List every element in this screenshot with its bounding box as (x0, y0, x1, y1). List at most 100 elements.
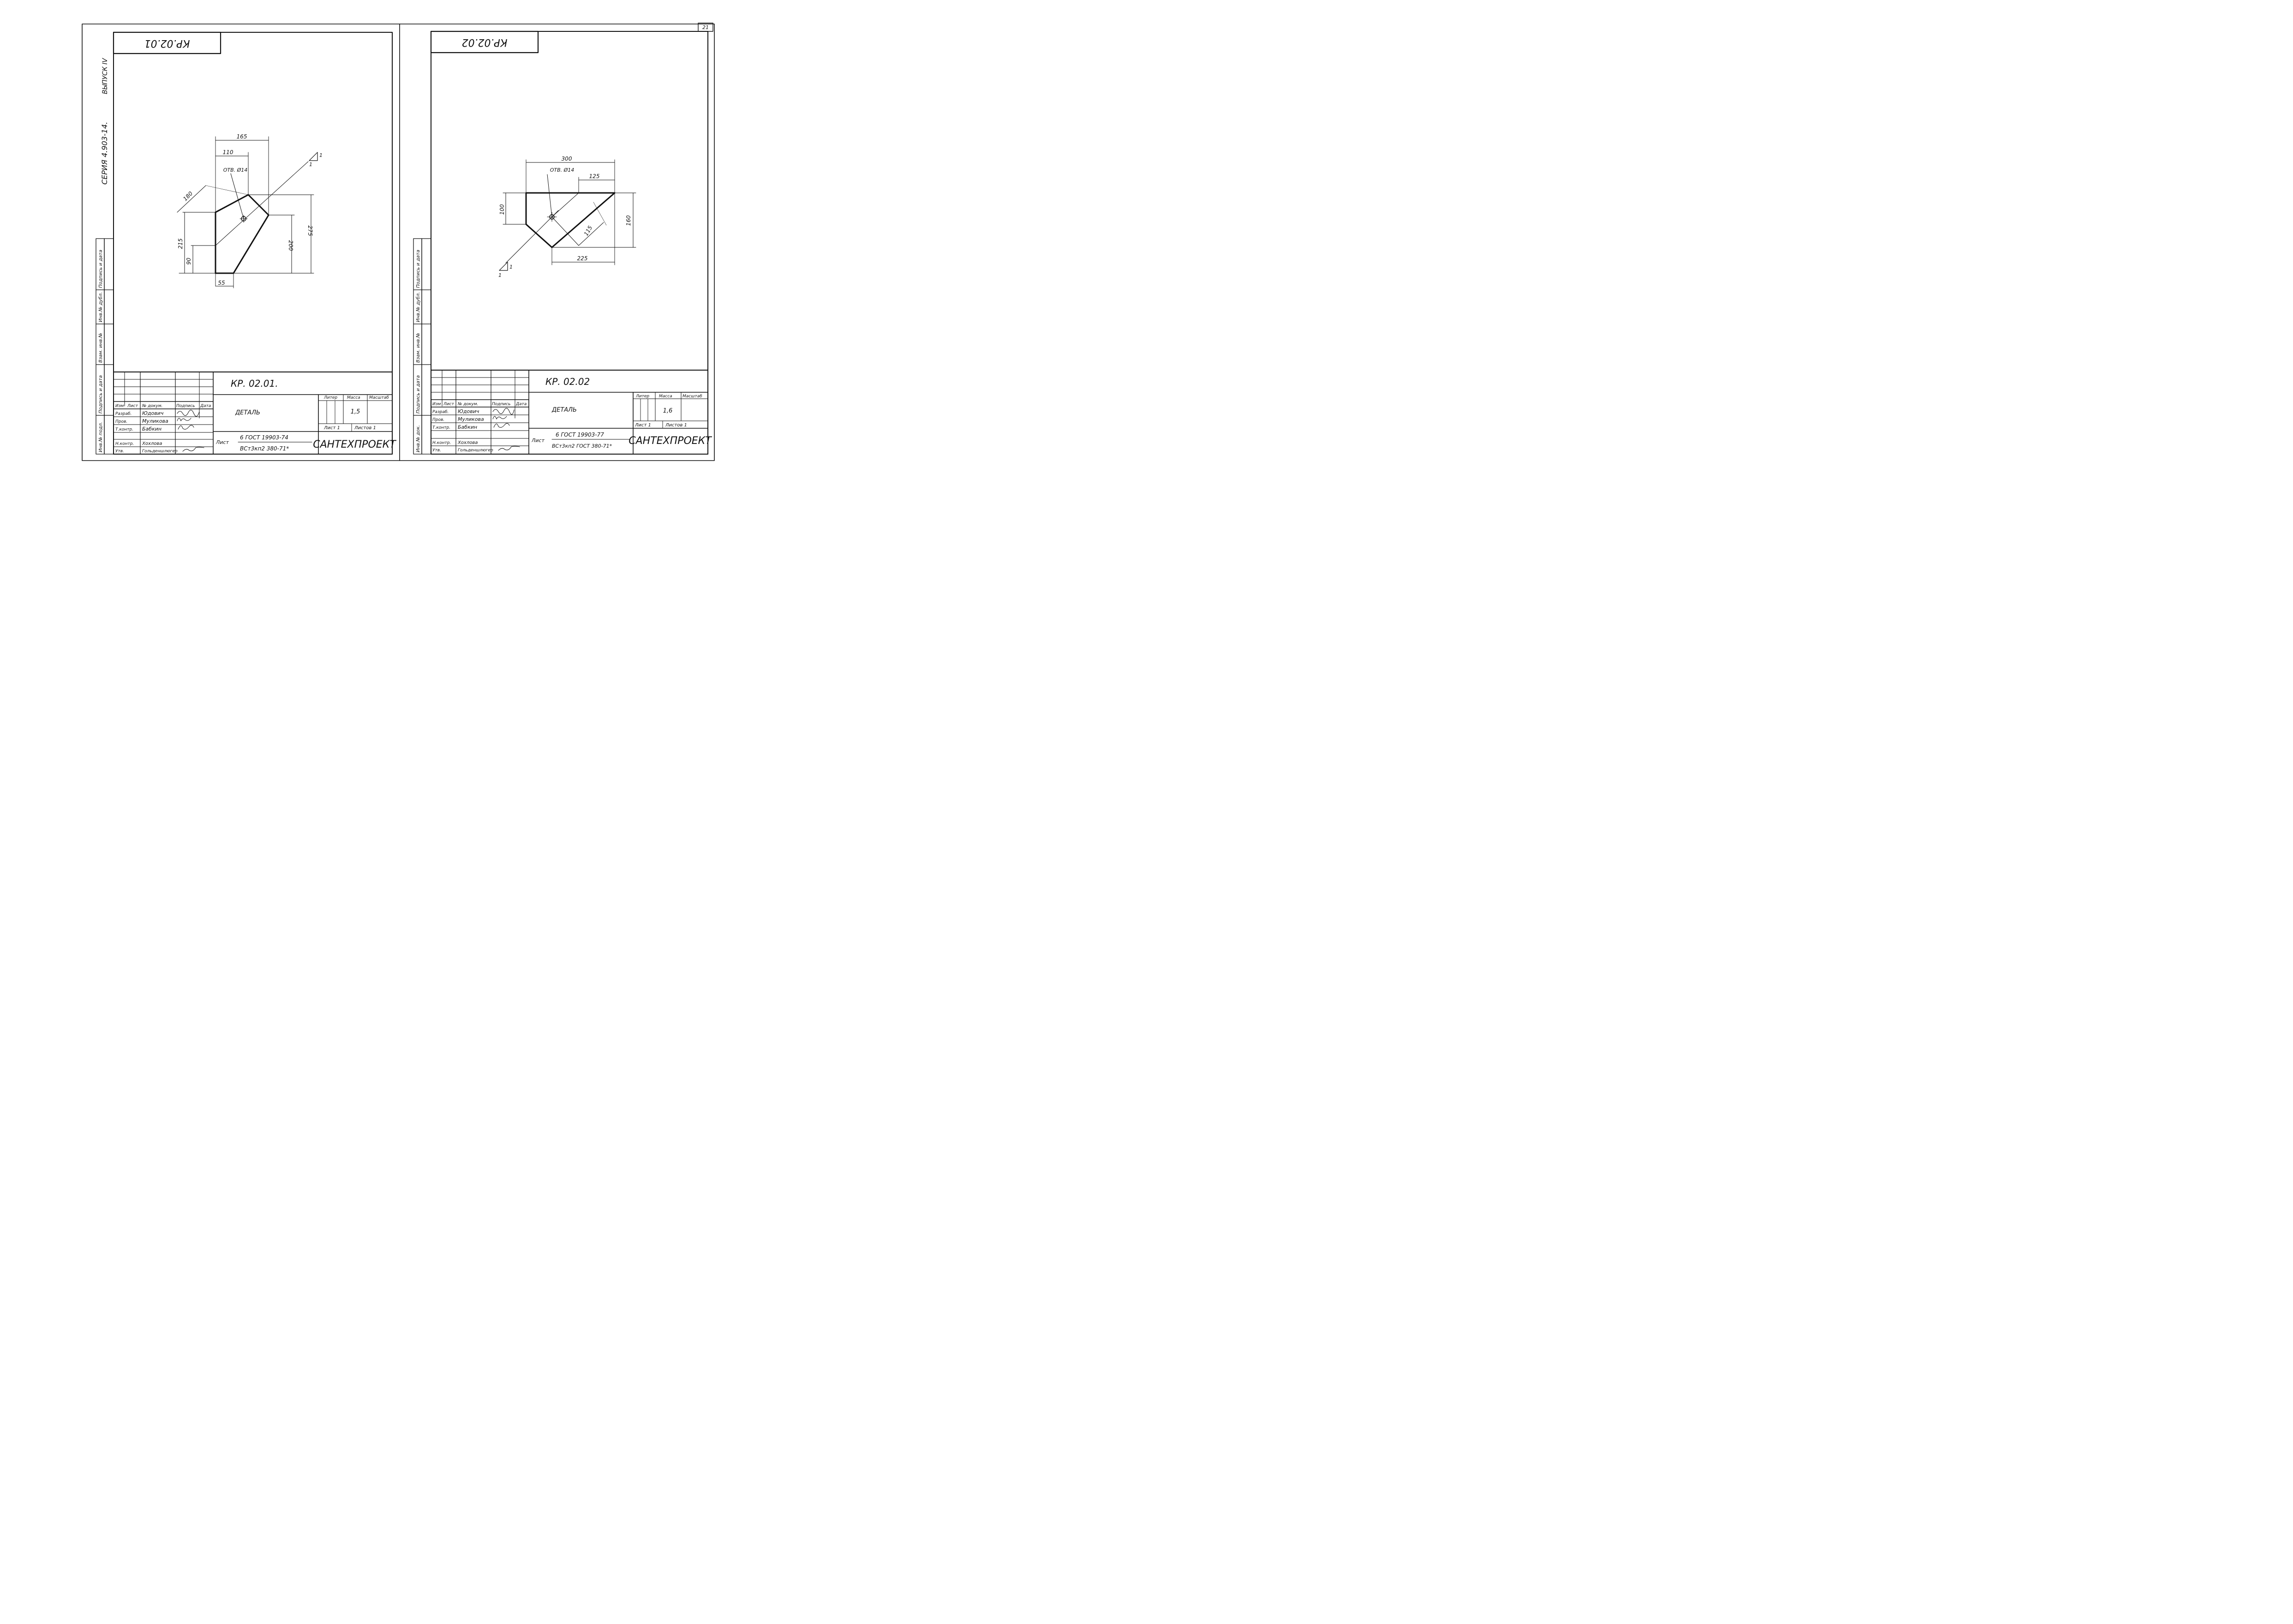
sheet1-tb-mass-label: Масса (347, 396, 360, 400)
side-strip-2: Инв.№ док. Подпись и дата Взам. инв.№ Ин… (413, 238, 431, 455)
strip-label-inv-dubl: Инв.№ дубл. (98, 292, 103, 322)
sheet2-tb-h-sign: Подпись (492, 402, 510, 407)
sheet2-hole-label: ОТВ. Ø14 (550, 167, 575, 173)
sheet1-hole-label: ОТВ. Ø14 (223, 167, 248, 173)
strip2-label-sign-date-1: Подпись и дата (416, 375, 421, 413)
drawing-sheet: 21 СЕРИЯ 4.903-14. ВЫПУСК IV Инв.№ подл.… (82, 23, 715, 461)
strip-label-sign-date-1: Подпись и дата (98, 375, 103, 413)
sheet2-tb-h-date: Дата (515, 402, 527, 407)
sheet1-tb-sheets-label: Листов 1 (354, 425, 376, 431)
sheet2-signature-prov (492, 416, 507, 419)
sheet1-dim-200: 200 (287, 240, 294, 251)
sheet2-tb-name: ДЕТАЛЬ (551, 407, 577, 413)
sheet1-tb-mass: 1,5 (351, 408, 360, 415)
strip-label-inv-podl: Инв.№ подл. (98, 422, 103, 452)
sheet2-frame: КР.02.02 (430, 30, 708, 455)
sheet2-dim-225: 225 (577, 255, 588, 262)
sheet1-tb-tkontr-role: Т.контр. (115, 427, 133, 432)
sheet1-tb-name: ДЕТАЛЬ (235, 409, 260, 416)
sheet2-dim-160: 160 (625, 215, 632, 226)
sheet1-stamp: КР.02.01 (144, 37, 190, 49)
strip2-label-inv-dubl: Инв.№ дубл. (415, 292, 421, 322)
sheet-frame: 21 (82, 23, 715, 461)
sheet1-tb-h-list: Лист (127, 404, 138, 408)
sheet1-signature-razrab (177, 410, 200, 417)
sheet1-dim-55: 55 (218, 280, 225, 286)
sheet1-tb-h-izm: Изм (115, 404, 124, 408)
sheet2-tb-liter-label: Литер (635, 394, 649, 399)
sheet1-tb-utv-role: Утв. (115, 449, 124, 454)
sheet2-tb-material-line2: ВСт3кп2 ГОСТ 380-71* (552, 443, 612, 449)
sheet2-tb-company: САНТЕХПРОЕКТ (629, 435, 712, 447)
sheet1-tb-nkontr-name: Хохлова (142, 441, 162, 446)
side-strip-1: Инв.№ подл. Подпись и дата Взам. инв.№ И… (96, 238, 114, 455)
sheet2-slope-a: 1 (509, 264, 513, 270)
issue-text: ВЫПУСК IV (102, 58, 109, 94)
sheet1-tb-sheet-label: Лист 1 (323, 425, 340, 431)
sheet-number: 21 (702, 24, 709, 30)
sheet2-tb-mass-label: Масса (659, 394, 672, 399)
sheet2-tb-tkontr-name: Бабкин (458, 424, 477, 430)
sheet2-slope-b: 1 (498, 272, 502, 278)
sheet2-tb-prov-role: Пров. (432, 418, 444, 422)
sheet2-tb-mass: 1,6 (663, 407, 673, 414)
sheet2-tb-utv-role: Утв. (432, 448, 441, 453)
sheet2-tb-material-label: Лист (531, 437, 545, 443)
sheet1-signature-prov (177, 418, 192, 421)
sheet1-title-block: КР. 02.01. ДЕТАЛЬ Изм Лист № докум. Подп… (113, 372, 396, 455)
sheet1-dim-275: 275 (307, 226, 313, 236)
sheet1-tb-material-line1: 6 ГОСТ 19903-74 (240, 434, 288, 441)
sheet2-stamp: КР.02.02 (462, 36, 508, 48)
sheet1-tb-liter-label: Литер (323, 396, 337, 400)
sheet2-tb-material-line1: 6 ГОСТ 19903-77 (556, 431, 604, 438)
sheet2-tb-nkontr-name: Хохлова (457, 440, 478, 445)
sheet2-dim-115: 115 (583, 225, 594, 237)
series-text: СЕРИЯ 4.903-14. (100, 122, 109, 185)
sheet1-tb-h-date: Дата (200, 404, 211, 408)
strip2-label-vzam-inv: Взам. инв.№ (416, 333, 421, 363)
sheet2-tb-nkontr-role: Н.контр. (432, 441, 451, 445)
strip2-label-sign-date-2: Подпись и дата (416, 250, 421, 288)
sheet2-signature-tkontr (493, 423, 510, 428)
sheet1-tb-tkontr-name: Бабкин (142, 426, 162, 432)
sheet1-slope-b: 1 (309, 162, 312, 168)
sheet2-dim-125: 125 (589, 173, 600, 180)
sheet1-signature-utv (182, 447, 204, 452)
sheet1-signature-tkontr (178, 425, 194, 430)
sheet2-tb-razrab-name: Юдович (458, 408, 479, 414)
sheet1-frame: КР.02.01 (113, 31, 393, 455)
sheet2-tb-tkontr-role: Т.контр. (432, 425, 450, 430)
sheet2-part-outline (525, 192, 616, 248)
series-label: СЕРИЯ 4.903-14. ВЫПУСК IV (100, 58, 109, 185)
sheet2-tb-h-list: Лист (443, 402, 455, 407)
sheet1-tb-h-doc: № докум. (142, 404, 162, 408)
sheet2-tb-h-doc: № докум. (457, 402, 478, 407)
sheet1-tb-material-label: Лист (216, 439, 229, 445)
sheet2-tb-h-izm: Изм (432, 402, 441, 407)
sheet2-signature-razrab (492, 408, 515, 415)
strip2-label-inv-doc: Инв.№ док. (416, 425, 421, 452)
sheet1-dim-165: 165 (237, 133, 247, 140)
sheet1-part-outline (215, 194, 269, 274)
sheet1-tb-razrab-name: Юдович (142, 410, 164, 416)
sheet1-tb-scale-label: Масштаб (369, 396, 389, 400)
sheet1-tb-razrab-role: Разраб. (115, 412, 132, 416)
sheet1-tb-prov-role: Пров. (115, 419, 127, 424)
sheet2-title-block: КР. 02.02 ДЕТАЛЬ Изм Лист № докум. Подпи… (431, 370, 712, 455)
sheet1-part-drawing: 165 110 ОТВ. Ø14 180 215 90 55 200 275 1… (177, 133, 323, 288)
sheet2-tb-prov-name: Муликова (458, 416, 484, 422)
sheet2-tb-scale-label: Масштаб (683, 394, 702, 399)
sheet2-dim-100: 100 (499, 204, 505, 215)
sheet2-signature-utv (498, 446, 520, 451)
sheet1-tb-prov-name: Муликова (142, 418, 168, 424)
sheet2-tb-razrab-role: Разраб. (432, 410, 449, 414)
sheet2-tb-code: КР. 02.02 (545, 376, 590, 387)
sheet1-tb-h-sign: Подпись (176, 404, 195, 408)
sheet1-tb-code: КР. 02.01. (231, 378, 278, 389)
sheet1-dim-90: 90 (186, 258, 192, 265)
sheet2-dim-300: 300 (562, 156, 572, 162)
sheet1-tb-utv-name: Гольденшлюгер (142, 449, 178, 454)
strip-label-vzam-inv: Взам. инв.№ (98, 333, 103, 363)
sheet1-dim-215: 215 (177, 239, 184, 249)
sheet1-dim-110: 110 (223, 149, 233, 156)
